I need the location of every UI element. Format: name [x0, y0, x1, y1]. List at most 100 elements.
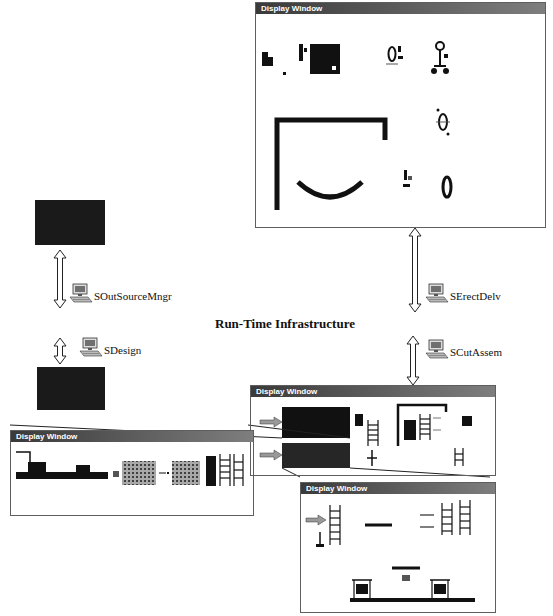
double-arrow [54, 338, 66, 364]
zoom-layout [431, 580, 432, 598]
computer-icon [426, 284, 448, 302]
shop-layout [455, 453, 463, 454]
zoom-layout [330, 531, 340, 532]
shop-layout [433, 430, 441, 431]
window-title: Display Window [301, 483, 495, 494]
zoom-window: Display Window [10, 430, 254, 516]
factory-layout [444, 54, 448, 58]
factory-layout [398, 56, 403, 59]
zoom-layout [330, 538, 340, 539]
factory-layout [408, 176, 412, 180]
zoom-layout [220, 465, 230, 466]
factory-layout [298, 182, 362, 197]
factory-layout [386, 64, 398, 65]
shop-layout [367, 457, 377, 459]
window-title: Display Window [251, 386, 495, 397]
window-title: Display Window [11, 431, 253, 442]
factory-layout [434, 65, 446, 67]
rti-band: Run-Time Infrastructure [30, 312, 540, 336]
factory-layout [389, 47, 396, 61]
factory-layout [437, 109, 440, 112]
shop-layout [368, 434, 378, 435]
zoom-layout [434, 584, 446, 594]
zoom-layout [350, 598, 475, 602]
shop-layout [367, 420, 368, 446]
factory-layout [299, 44, 303, 61]
factory-layout [262, 42, 451, 210]
zoom-layout [402, 575, 410, 581]
zoom-layout [430, 579, 450, 581]
factory-layout [436, 122, 450, 123]
shop-layout [420, 423, 430, 424]
zoom-layout [441, 503, 442, 535]
federate-label: SCutAssem [450, 345, 502, 359]
zoom-layout [392, 567, 420, 570]
zoom-layout [16, 452, 30, 462]
zoom-layout [206, 456, 216, 486]
zoom-layout [172, 461, 200, 485]
zoom-layout [460, 520, 470, 521]
factory-layout [443, 68, 449, 74]
shop-layout [420, 418, 430, 419]
factory-layout [310, 44, 340, 74]
factory-layout [447, 133, 450, 136]
zoom-layout [352, 579, 372, 581]
zoom-layout [122, 461, 156, 485]
zoom-layout [234, 461, 243, 462]
zoom-layout [220, 454, 243, 486]
shop-layout [377, 420, 378, 446]
zoom-layout [159, 473, 166, 474]
shop-layout [433, 418, 441, 419]
zoom-window: Display Window [300, 482, 496, 613]
computer-icon [70, 284, 448, 358]
zoom-layout [459, 500, 460, 535]
zoom-layout [330, 500, 470, 545]
shop-layout [260, 405, 472, 468]
zoom-layout [234, 477, 243, 478]
zoom-layout [306, 515, 326, 525]
shop-layout [420, 428, 430, 429]
zoom-layout [16, 452, 243, 486]
zoom-layout [76, 465, 90, 474]
zoom-layout [220, 477, 230, 478]
zoom-layout [219, 454, 220, 486]
computer-icon [70, 284, 92, 302]
shop-layout [419, 414, 420, 440]
zoom-layout [234, 469, 243, 470]
zoom-layout [306, 500, 475, 602]
factory-layout [262, 52, 273, 66]
federate-label: SOutSourceMngr [94, 289, 172, 303]
double-arrow [409, 228, 421, 312]
federate-label: SErectDelv [450, 289, 501, 303]
leader-line [248, 425, 350, 438]
zoom-layout [365, 524, 392, 527]
zoom-layout [28, 462, 46, 474]
double-arrow [54, 250, 66, 364]
computer-icon [426, 340, 448, 358]
shop-layout [398, 405, 446, 446]
double-arrow [407, 336, 419, 385]
zoom-layout [460, 527, 470, 528]
double-arrow [54, 250, 66, 308]
zoom-layout [442, 523, 452, 524]
factory-layout [332, 66, 336, 70]
shop-layout [368, 429, 378, 430]
shop-layout [455, 459, 463, 460]
zoom-layout [442, 516, 452, 517]
shop-layout [260, 417, 282, 427]
shop-layout [282, 443, 350, 468]
shop-layout [462, 448, 463, 466]
zoom-layout [460, 513, 470, 514]
shop-layout [404, 420, 416, 440]
zoom-layout [420, 514, 434, 516]
shop-layout [420, 433, 430, 434]
zoom-layout [330, 524, 340, 525]
display-window: Display Window [250, 385, 496, 476]
zoom-layout [447, 580, 448, 598]
infrastructure-label: Run-Time Infrastructure [211, 314, 359, 334]
zoom-layout [113, 471, 119, 477]
zoom-layout [442, 509, 452, 510]
factory-layout [436, 42, 444, 50]
